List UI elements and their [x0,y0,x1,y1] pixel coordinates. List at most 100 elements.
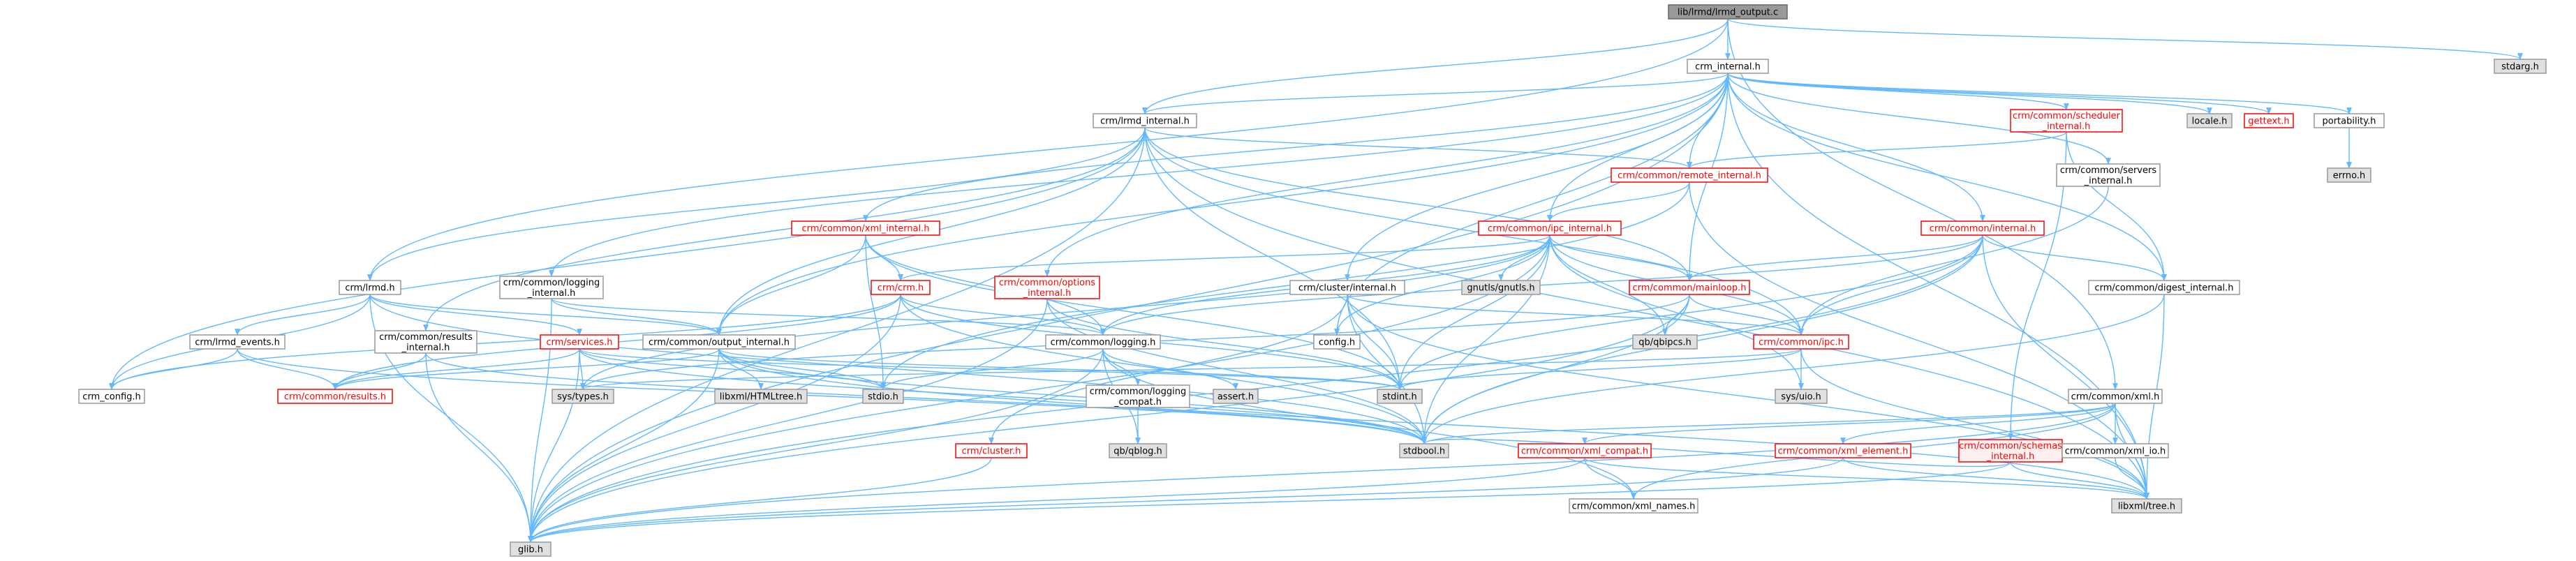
edge-output_internal-to-stdio [718,348,886,390]
node-box [1377,389,1423,404]
edge-services-to-glib [528,348,580,543]
node-label: sys/uio.h [1781,392,1821,403]
edge-xml_internal-to-logging [865,234,1106,336]
node-label: crm/lrmd_events.h [195,338,280,348]
node-xml-element[interactable]: crm/common/xml_element.h [1775,443,1911,458]
node-options-internal[interactable]: crm/common/options_internal.h [994,276,1100,299]
node-services[interactable]: crm/services.h [540,334,619,350]
node-qblog[interactable]: qb/qblog.h [1109,443,1167,458]
node-box [1753,334,1849,350]
node-common-internal[interactable]: crm/common/internal.h [1920,220,2045,236]
edge-lrmd_internal-to-remote_internal [1144,127,1692,169]
node-label: crm/common/results [379,332,473,343]
edge-crm_h-to-glib [528,294,901,543]
node-output-internal[interactable]: crm/common/output_internal.h [642,334,796,350]
node-assert[interactable]: assert.h [1213,389,1259,404]
node-config[interactable]: config.h [1313,334,1361,350]
node-box [2494,59,2547,74]
node-xml-io[interactable]: crm/common/xml_io.h [2061,443,2169,458]
node-gettext[interactable]: gettext.h [2244,113,2294,128]
node-box [955,443,1028,458]
node-gnutls[interactable]: gnutls/gnutls.h [1461,280,1541,295]
edge-crm_internal-to-output_internal [716,73,1729,336]
node-label: crm/lrmd.h [345,283,394,294]
node-box [2244,113,2294,128]
edge-xml_element-to-tree [1842,457,2149,500]
node-box [1478,220,1622,236]
edge-results_internal-to-results_h [332,352,427,390]
node-box [1399,443,1449,458]
node-box [2056,163,2161,187]
node-box [78,389,145,404]
node-schemas-internal[interactable]: crm/common/schemas_internal.h [1958,439,2063,463]
node-glib[interactable]: glib.h [510,541,552,557]
node-servers-internal[interactable]: crm/common/servers_internal.h [2056,163,2161,187]
node-errno[interactable]: errno.h [2327,167,2371,183]
edge-xml_compat-to-glib [528,457,1585,543]
edge-xml_element-to-glib [528,457,1844,543]
node-crm-internal[interactable]: crm_internal.h [1687,59,1769,74]
node-lrmd[interactable]: crm/lrmd.h [339,280,401,295]
node-ipc-h[interactable]: crm/common/ipc.h [1753,334,1849,350]
node-box [1093,113,1197,128]
edge-xml_compat-to-xml_names [1584,457,1636,500]
node-xml-h[interactable]: crm/common/xml.h [2068,389,2163,404]
node-box [1775,389,1828,404]
node-lrmd-internal[interactable]: crm/lrmd_internal.h [1093,113,1197,128]
node-sysuio[interactable]: sys/uio.h [1775,389,1828,404]
edge-options_internal-to-stdint [1046,298,1402,390]
node-xml-names[interactable]: crm/common/xml_names.h [1569,498,1698,514]
node-stdint[interactable]: stdint.h [1377,389,1423,404]
edge-remote_internal-to-ipc_internal [1547,181,1690,222]
node-logging[interactable]: crm/common/logging.h [1045,334,1161,350]
edge-crm_h-to-crm_config [109,294,901,390]
node-cluster-h[interactable]: crm/cluster.h [955,443,1028,458]
node-htmltree[interactable]: libxml/HTMLtree.h [714,389,808,404]
edge-sched_internal-to-schemas_internal [2008,131,2067,440]
node-remote-internal[interactable]: crm/common/remote_internal.h [1611,167,1768,183]
node-results-internal[interactable]: crm/common/results_internal.h [374,330,478,354]
edge-xml_io-to-tree [2115,457,2149,500]
node-label: _compat.h [1113,397,1162,407]
node-box [339,280,401,295]
edge-common_internal-to-glib [528,234,1983,543]
node-label: stdarg.h [2501,62,2539,73]
node-systypes[interactable]: sys/types.h [552,389,614,404]
node-locale[interactable]: locale.h [2186,113,2233,128]
edge-ipc_internal-to-sysuio [1549,234,1804,390]
node-logging-compat[interactable]: crm/common/logging_compat.h [1086,384,1190,408]
edge-mainloop-to-glib [528,294,1690,543]
node-results-h[interactable]: crm/common/results.h [277,389,393,404]
edge-root-to-lrmd_internal [1142,18,1729,114]
node-sched-internal[interactable]: crm/common/scheduler_internal.h [2010,109,2123,133]
node-box [862,389,904,404]
edge-results_internal-to-stdbool [425,352,1427,444]
node-label: locale.h [2192,117,2228,127]
node-portability[interactable]: portability.h [2314,113,2385,128]
edge-logging-to-glib [528,348,1104,543]
node-digest-internal[interactable]: crm/common/digest_internal.h [2088,280,2240,295]
node-root[interactable]: lib/lrmd/lrmd_output.c [1668,4,1788,20]
edge-sched_internal-to-remote_internal [1687,131,2067,169]
node-crm-config[interactable]: crm_config.h [78,389,145,404]
node-qbipcs[interactable]: qb/qbipcs.h [1632,334,1698,350]
node-label: qb/qbipcs.h [1638,338,1692,348]
node-label: crm/cluster/internal.h [1298,283,1396,294]
node-label: crm/services.h [546,338,612,348]
node-stdio[interactable]: stdio.h [862,389,904,404]
node-crm-h[interactable]: crm/crm.h [871,280,931,295]
node-mainloop[interactable]: crm/common/mainloop.h [1629,280,1750,295]
node-cluster-internal[interactable]: crm/cluster/internal.h [1289,280,1405,295]
node-stdarg[interactable]: stdarg.h [2494,59,2547,74]
edge-lrmd-to-output_internal [369,294,722,336]
node-tree[interactable]: libxml/tree.h [2111,498,2182,514]
edge-schemas_internal-to-glib [528,461,2011,543]
edge-crm_internal-to-cluster_internal [1345,73,1729,281]
node-xml-compat[interactable]: crm/common/xml_compat.h [1518,443,1652,458]
node-logging-internal[interactable]: crm/common/logging_internal.h [499,276,604,299]
node-lrmd-events[interactable]: crm/lrmd_events.h [189,334,286,350]
node-xml-internal[interactable]: crm/common/xml_internal.h [791,220,940,236]
node-ipc-internal[interactable]: crm/common/ipc_internal.h [1478,220,1622,236]
node-stdbool[interactable]: stdbool.h [1399,443,1449,458]
node-label: gettext.h [2248,117,2289,127]
